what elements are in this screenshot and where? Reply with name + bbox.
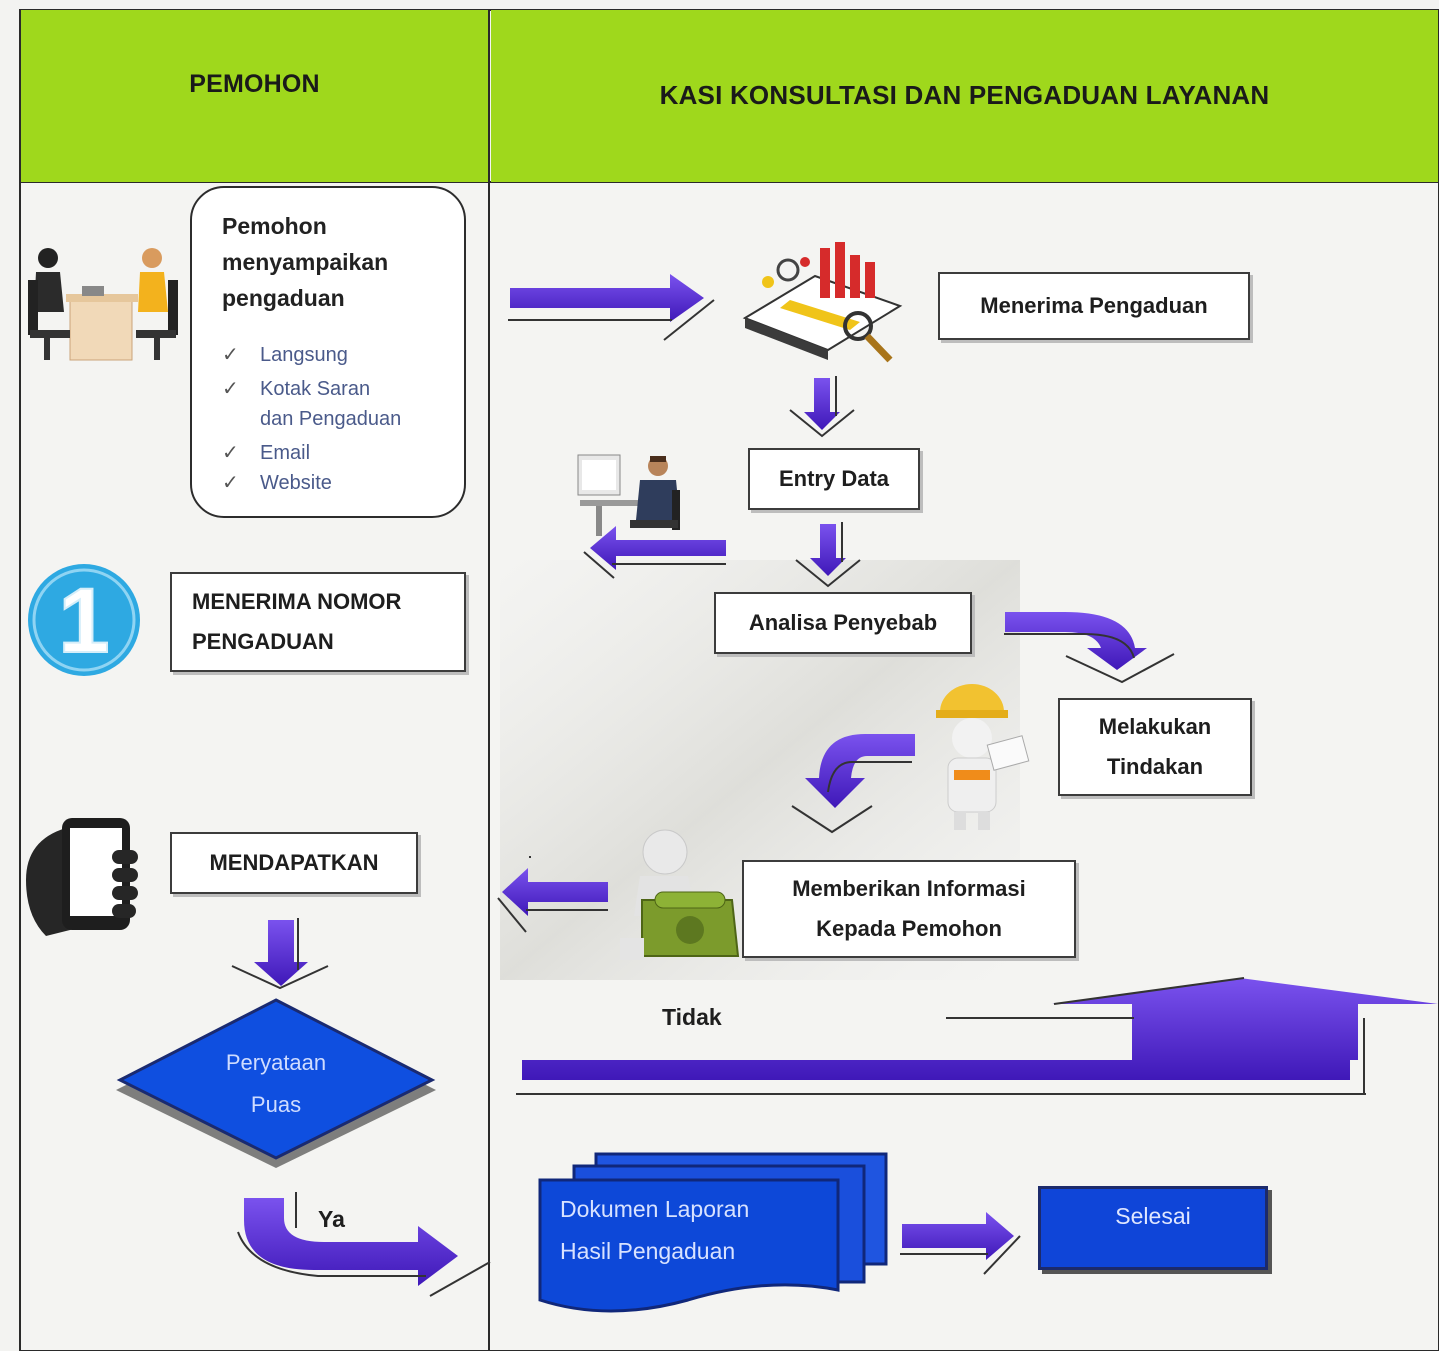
channel-label: Kotak Saran [260,378,371,400]
arrow-curve-left [791,734,915,834]
check-icon: ✓ [222,344,239,366]
check-icon: ✓ [222,442,239,464]
node-selesai: Selesai [1038,1186,1268,1270]
node-line: Kepada Pemohon [816,916,1002,941]
edge-label-tidak: Tidak [662,1004,722,1030]
arrow-down-3 [231,918,329,990]
worker-icon [936,684,1030,830]
pemohon-title: Pemohon menyampaikan pengaduan [222,208,388,316]
arrow-left-2 [497,856,608,933]
channel-item: ✓ Email [222,438,401,468]
node-analisa-penyebab: Analisa Penyebab [714,592,972,654]
document-stack [538,1152,888,1313]
arrow-right-1 [508,274,715,341]
arrow-down-2 [795,522,861,588]
channel-list: ✓ Langsung ✓ Kotak Saran dan Pengaduan ✓ Em… [222,340,401,502]
arrow-tidak-loop [516,977,1438,1095]
decision-label: Peryataan Puas [176,1042,376,1126]
arrow-right-2 [900,1212,1021,1275]
arrow-ya [237,1192,491,1297]
lane-header-pemohon: PEMOHON [21,10,488,182]
node-memberikan-informasi: Memberikan Informasi Kepada Pemohon [742,860,1076,958]
check-icon: ✓ [222,378,239,400]
pemohon-title-line: menyampaikan [222,249,389,275]
channel-label: Email [260,442,311,464]
node-line: Melakukan [1098,714,1212,739]
dokumen-label: Dokumen Laporan Hasil Pengaduan [560,1188,749,1272]
channel-item: ✓ Kotak Saran [222,374,401,404]
check-icon: ✓ [222,472,239,494]
node-melakukan-tindakan: Melakukan Tindakan [1058,698,1252,796]
decision-line: Puas [250,1092,302,1117]
meeting-icon [28,248,178,361]
edge-label-ya: Ya [318,1206,345,1232]
channel-item: ✓ Langsung [222,340,401,370]
channel-label: dan Pengaduan [260,408,402,430]
arrow-curve-right [1004,612,1175,684]
computer-user-icon [577,454,680,536]
arrow-down-1 [789,376,855,438]
channel-label: Langsung [260,344,348,366]
dokumen-line: Hasil Pengaduan [560,1238,736,1264]
decision-line: Peryataan [225,1050,327,1075]
node-menerima-nomor: MENERIMA NOMOR PENGADUAN [170,572,466,672]
node-entry-data: Entry Data [748,448,920,510]
dokumen-line: Dokumen Laporan [560,1196,750,1222]
pemohon-box: Pemohon menyampaikan pengaduan ✓ Langsung… [190,186,466,518]
step-number: 1 [58,570,109,672]
channel-item: ✓ Website [222,468,401,498]
node-mendapatkan: MENDAPATKAN [170,832,418,894]
telephone-person-icon [620,829,740,960]
node-line: PENGADUAN [192,629,334,654]
analytics-icon [742,242,903,363]
lane-header-kasi: KASI KONSULTASI DAN PENGADUAN LAYANAN [491,10,1438,182]
arrow-left-1 [583,526,726,579]
channel-label: Website [260,472,332,494]
step-badge: 1 [28,564,140,676]
decision-diamond [116,998,436,1168]
pemohon-title-line: pengaduan [222,285,345,311]
node-line: Tindakan [1106,754,1204,779]
node-menerima-pengaduan: Menerima Pengaduan [938,272,1250,340]
pemohon-title-line: Pemohon [222,213,327,239]
selesai-label: Selesai [1115,1203,1191,1229]
channel-item-continued: dan Pengaduan [222,404,401,434]
node-line: MENERIMA NOMOR [192,589,402,614]
hand-phone-icon [26,818,138,936]
node-line: Memberikan Informasi [792,876,1026,901]
